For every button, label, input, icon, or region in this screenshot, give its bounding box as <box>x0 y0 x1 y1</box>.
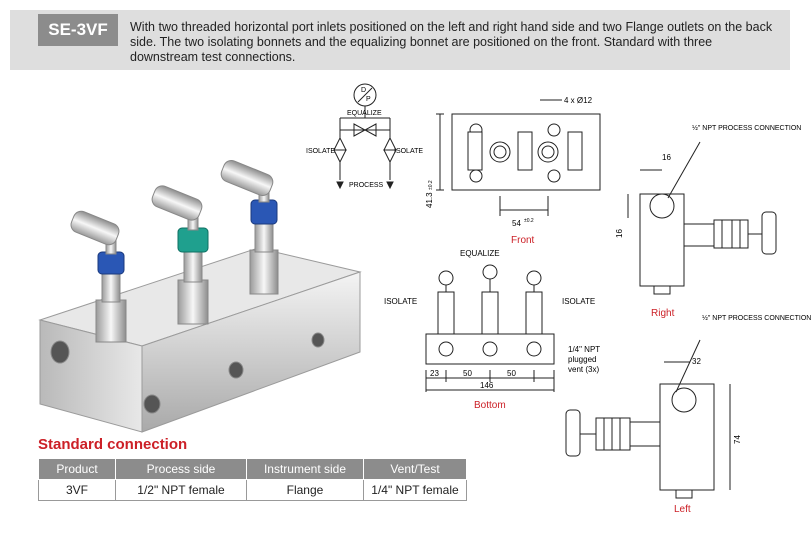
header-process-side: Process side <box>115 458 247 480</box>
left-dim-top: 32 <box>692 357 701 366</box>
front-view <box>436 99 601 216</box>
header-bar <box>10 10 790 70</box>
left-view <box>565 339 731 499</box>
right-view <box>627 141 777 295</box>
front-view-label: Front <box>511 235 535 246</box>
bottom-equalize: EQUALIZE <box>460 249 500 258</box>
bottom-view-label: Bottom <box>474 400 506 411</box>
schematic-isolate-right: ISOLATE <box>394 148 423 155</box>
schematic-equalize: EQUALIZE <box>347 110 382 117</box>
schematic-d: D <box>361 87 366 94</box>
schematic-p: P <box>366 96 371 103</box>
manifold-photo <box>38 159 362 433</box>
vent-line-3: vent (3x) <box>568 365 599 374</box>
standard-connection-table: Product Process side Instrument side Ven… <box>38 458 467 501</box>
right-dim-side: 16 <box>615 229 624 238</box>
cell-process-side: 1/2" NPT female <box>115 479 247 501</box>
left-process-conn: ½" NPT PROCESS CONNECTION <box>702 314 811 322</box>
cell-vent-test: 1/4" NPT female <box>363 479 467 501</box>
cell-product: 3VF <box>38 479 116 501</box>
cell-instrument-side: Flange <box>246 479 364 501</box>
bottom-isolate-right: ISOLATE <box>562 297 595 306</box>
standard-connection-title: Standard connection <box>38 436 188 453</box>
left-dim-side: 74 <box>733 435 742 444</box>
bottom-isolate-left: ISOLATE <box>384 297 417 306</box>
front-height-tol: ±0.2 <box>428 180 434 190</box>
vent-line-1: 1/4" NPT <box>568 345 600 354</box>
front-width-tol: ±0.2 <box>524 218 534 224</box>
front-height-dim: 41.3 <box>425 192 434 208</box>
right-process-conn: ½" NPT PROCESS CONNECTION <box>692 124 801 132</box>
bottom-dim-a: 23 <box>430 369 439 378</box>
header-product: Product <box>38 458 116 480</box>
schematic-process: PROCESS <box>349 182 384 189</box>
header-vent-test: Vent/Test <box>363 458 467 480</box>
bottom-dim-total: 146 <box>480 381 494 390</box>
product-description: With two threaded horizontal port inlets… <box>130 20 773 64</box>
table-header-row: Product Process side Instrument side Ven… <box>38 458 467 480</box>
left-view-label: Left <box>674 504 691 515</box>
model-tag: SE-3VF <box>38 14 118 46</box>
front-holes-dim: 4 x Ø12 <box>564 96 593 105</box>
bottom-dim-b: 50 <box>463 369 472 378</box>
bottom-view <box>425 264 555 392</box>
vent-line-2: plugged <box>568 355 596 364</box>
schematic-isolate-left: ISOLATE <box>306 148 335 155</box>
bottom-dim-c: 50 <box>507 369 516 378</box>
right-dim-top: 16 <box>662 153 671 162</box>
valve-schematic <box>333 83 397 190</box>
right-view-label: Right <box>651 308 675 319</box>
table-row: 3VF 1/2" NPT female Flange 1/4" NPT fema… <box>38 479 467 501</box>
header-instrument-side: Instrument side <box>246 458 364 480</box>
front-width-dim: 54 <box>512 219 521 228</box>
